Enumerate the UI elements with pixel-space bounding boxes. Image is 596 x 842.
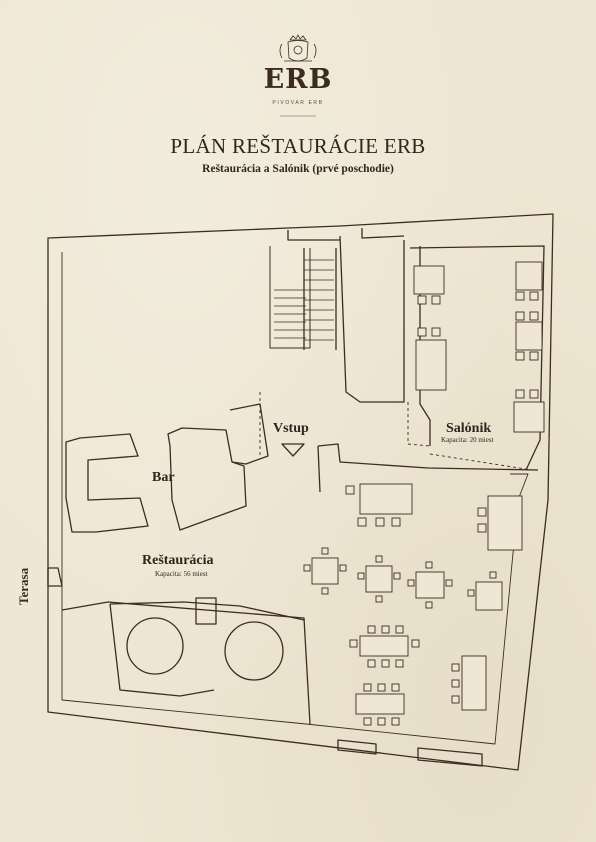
staircase — [269, 246, 311, 349]
page-title: PLÁN REŠTAURÁCIE ERB — [170, 134, 426, 158]
salonik-capacity: Kapacita: 20 miest — [441, 436, 494, 444]
brand-tagline: PIVOVAR ERB — [272, 100, 324, 106]
salonik-tables — [413, 261, 545, 433]
page-subtitle: Reštaurácia a Salónik (prvé poschodie) — [202, 163, 394, 175]
room-label-salonik: Salónik — [446, 421, 492, 436]
restaurace-tables — [303, 483, 523, 726]
room-label-terasa: Terasa — [16, 567, 31, 605]
room-label-vstup: Vstup — [273, 421, 309, 436]
inner-wall — [61, 252, 529, 745]
restauracia-capacity: Kapacita: 56 miest — [155, 570, 208, 578]
outer-wall — [47, 213, 554, 771]
crest-icon — [279, 34, 317, 117]
erb-logo: ERB PIVOVAR ERB — [258, 34, 338, 124]
room-label-restauracia: Reštaurácia — [142, 553, 214, 568]
brand-name: ERB — [263, 64, 333, 95]
room-label-bar: Bar — [152, 470, 175, 485]
